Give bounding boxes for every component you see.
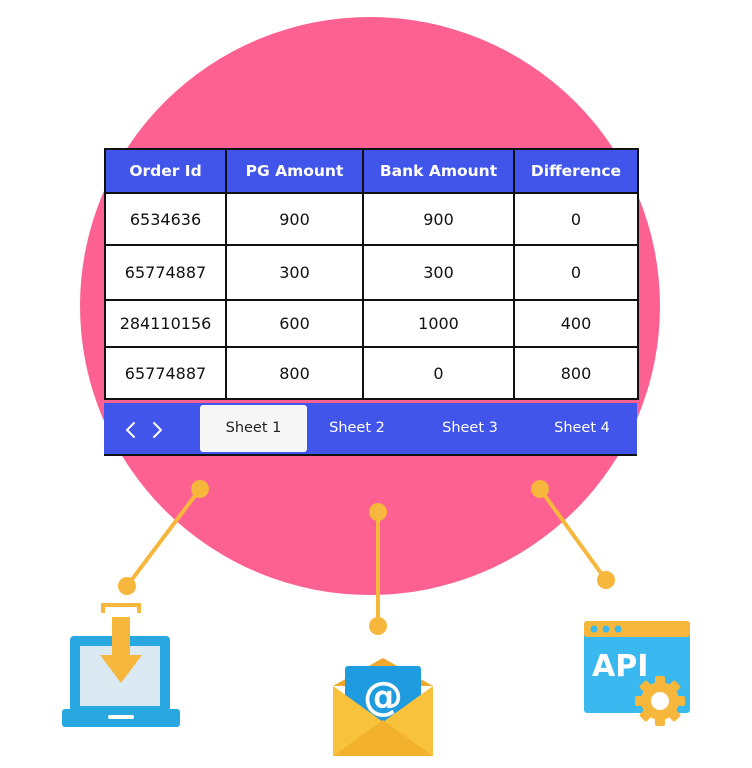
tab-sheet-3[interactable]: Sheet 3 xyxy=(442,420,498,436)
cell-pg-amount: 800 xyxy=(225,346,364,400)
reconciliation-table: Order Id PG Amount Bank Amount Differenc… xyxy=(104,148,639,400)
cell-pg-amount: 900 xyxy=(225,192,364,246)
column-header-order-id: Order Id xyxy=(104,148,227,194)
cell-order-id: 65774887 xyxy=(104,346,227,400)
table-row: 284110156 600 1000 400 xyxy=(104,299,639,348)
cell-difference: 0 xyxy=(513,192,639,246)
cell-bank-amount: 0 xyxy=(362,346,515,400)
column-header-bank-amount: Bank Amount xyxy=(362,148,515,194)
tab-sheet-2[interactable]: Sheet 2 xyxy=(329,420,385,436)
sheet-tab-bar: Sheet 1 Sheet 2 Sheet 3 Sheet 4 xyxy=(104,403,637,456)
table-row: 65774887 300 300 0 xyxy=(104,244,639,301)
cell-difference: 0 xyxy=(513,244,639,301)
column-header-difference: Difference xyxy=(513,148,639,194)
laptop-download-icon xyxy=(62,603,180,727)
tab-sheet-1[interactable]: Sheet 1 xyxy=(200,405,307,452)
table-header-row: Order Id PG Amount Bank Amount Differenc… xyxy=(104,148,639,194)
svg-text:@: @ xyxy=(363,674,403,720)
cell-bank-amount: 1000 xyxy=(362,299,515,348)
column-header-pg-amount: PG Amount xyxy=(225,148,364,194)
cell-bank-amount: 300 xyxy=(362,244,515,301)
tab-sheet-4[interactable]: Sheet 4 xyxy=(554,420,610,436)
cell-difference: 800 xyxy=(513,346,639,400)
table-row: 6534636 900 900 0 xyxy=(104,192,639,246)
cell-pg-amount: 300 xyxy=(225,244,364,301)
cell-difference: 400 xyxy=(513,299,639,348)
api-label: API xyxy=(592,649,648,684)
cell-order-id: 6534636 xyxy=(104,192,227,246)
api-window-gear-icon: API xyxy=(584,621,690,726)
cell-order-id: 65774887 xyxy=(104,244,227,301)
cell-bank-amount: 900 xyxy=(362,192,515,246)
cell-pg-amount: 600 xyxy=(225,299,364,348)
table-row: 65774887 800 0 800 xyxy=(104,346,639,400)
chevron-right-icon[interactable] xyxy=(150,421,164,439)
envelope-email-icon: @ xyxy=(333,658,433,756)
chevron-left-icon[interactable] xyxy=(124,421,138,439)
cell-order-id: 284110156 xyxy=(104,299,227,348)
